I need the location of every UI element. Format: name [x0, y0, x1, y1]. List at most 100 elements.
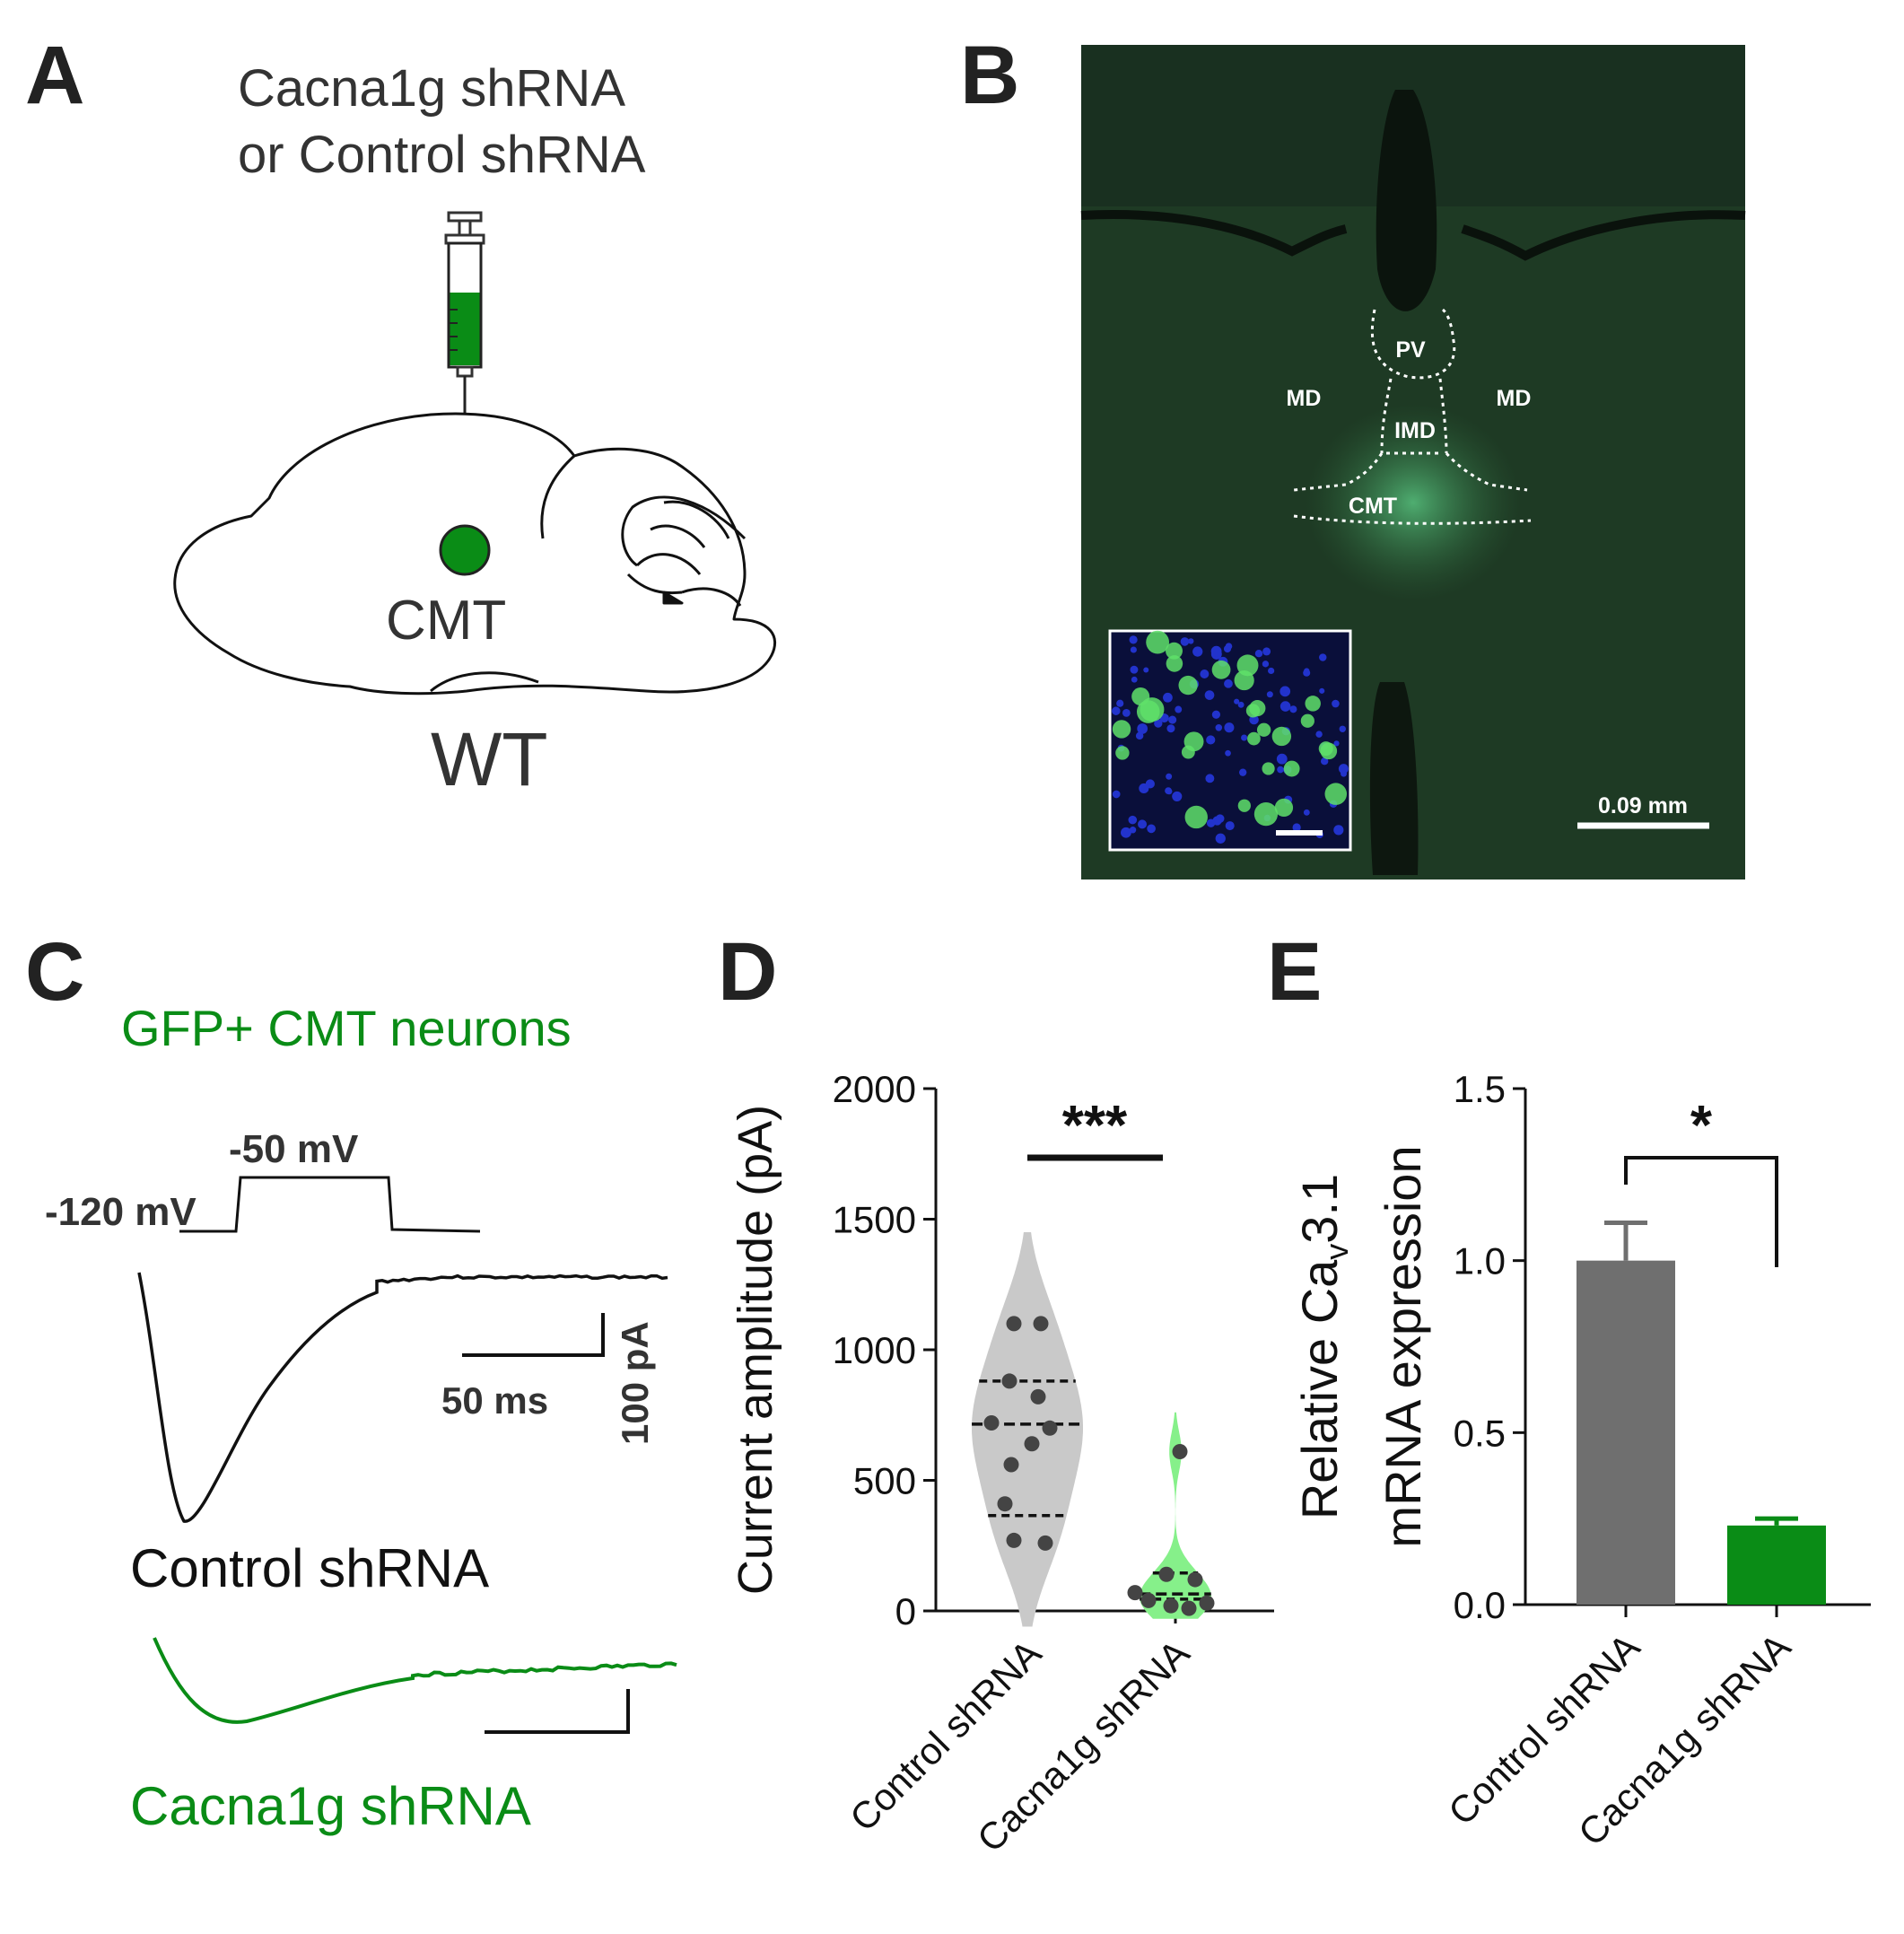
- target-label: CMT: [386, 590, 506, 652]
- nucleus-dot: [1333, 825, 1344, 836]
- gfp-cell: [1256, 722, 1271, 737]
- nucleus-dot: [1165, 787, 1172, 795]
- nucleus-dot: [1130, 646, 1137, 653]
- syringe-icon: [444, 211, 485, 529]
- nucleus-dot: [1215, 833, 1226, 844]
- nucleus-dot: [1172, 791, 1183, 801]
- nucleus-dot: [1223, 644, 1232, 653]
- y-tick-label: 1.5: [1454, 1068, 1506, 1110]
- control-trace: [137, 1272, 668, 1523]
- nucleus-dot: [1138, 819, 1148, 829]
- nucleus-dot: [1139, 783, 1149, 794]
- gfp-cell: [1274, 798, 1294, 818]
- nucleus-dot: [1137, 723, 1149, 734]
- scale-bar-control: [462, 1313, 605, 1357]
- nucleus-dot: [1315, 731, 1323, 738]
- nucleus-dot: [1166, 773, 1173, 780]
- data-point: [1006, 1532, 1022, 1548]
- gfp-cell: [1324, 783, 1348, 805]
- nucleus-dot: [1215, 724, 1223, 731]
- data-point: [1199, 1595, 1215, 1611]
- gfp-cell: [1247, 731, 1261, 746]
- genotype-label: WT: [431, 717, 548, 801]
- data-point: [1187, 1571, 1203, 1588]
- data-point: [1006, 1316, 1022, 1332]
- gfp-cell: [1318, 741, 1333, 757]
- nucleus-dot: [1143, 667, 1149, 673]
- nucleus-dot: [1333, 740, 1340, 747]
- nucleus-dot: [1168, 715, 1177, 724]
- region-md-right: MD: [1497, 386, 1532, 411]
- brain-slice-image: [1080, 45, 1746, 879]
- data-point: [1042, 1420, 1058, 1436]
- nucleus-dot: [1225, 821, 1235, 831]
- data-point: [1001, 1373, 1018, 1389]
- gfp-cell: [1115, 746, 1130, 760]
- nucleus-dot: [1234, 698, 1240, 704]
- y-tick-label: 1000: [833, 1329, 916, 1371]
- nucleus-dot: [1210, 645, 1222, 657]
- nucleus-dot: [1339, 725, 1346, 732]
- nucleus-dot: [1163, 692, 1173, 703]
- nucleus-dot: [1303, 809, 1310, 816]
- nucleus-dot: [1224, 678, 1233, 688]
- nucleus-dot: [1192, 646, 1203, 657]
- data-point: [1158, 1566, 1175, 1582]
- nucleus-dot: [1175, 705, 1183, 713]
- gfp-cell: [1166, 655, 1183, 672]
- injection-site: [439, 524, 491, 576]
- knockdown-trace-label: Cacna1g shRNA: [130, 1776, 531, 1836]
- region-imd: IMD: [1394, 418, 1436, 443]
- region-pv: PV: [1395, 337, 1426, 363]
- nucleus-dot: [1129, 635, 1138, 644]
- panel-d-label: D: [718, 926, 777, 1018]
- nucleus-dot: [1129, 827, 1137, 834]
- nucleus-dot: [1205, 774, 1215, 783]
- y-tick-label: 1.0: [1454, 1240, 1506, 1282]
- data-point: [983, 1414, 1000, 1431]
- panel-b-label: B: [960, 30, 1019, 121]
- y-axis-label-line2: mRNA expression: [1375, 1145, 1431, 1547]
- nucleus-dot: [1180, 637, 1190, 646]
- nucleus-dot: [1249, 714, 1259, 725]
- region-md-left: MD: [1287, 386, 1322, 411]
- significance-bracket: [1624, 1156, 1778, 1267]
- nucleus-dot: [1166, 724, 1175, 733]
- current-scale-label: 100 pA: [614, 1321, 656, 1445]
- injection-label-2: or Control shRNA: [238, 126, 646, 184]
- gfp-cell: [1131, 687, 1150, 706]
- significance-label: *: [1690, 1095, 1713, 1157]
- nucleus-dot: [1122, 708, 1131, 717]
- nucleus-dot: [1254, 649, 1263, 658]
- gfp-cell: [1211, 660, 1231, 679]
- gfp-cell: [1112, 720, 1131, 739]
- y-tick-label: 0.0: [1454, 1584, 1506, 1626]
- gfp-cell: [1249, 700, 1266, 717]
- nucleus-dot: [1292, 823, 1301, 832]
- nucleus-dot: [1289, 705, 1297, 713]
- hold-voltage-label: -120 mV: [45, 1190, 197, 1234]
- nucleus-dot: [1147, 824, 1156, 834]
- nucleus-dot: [1204, 690, 1215, 700]
- nucleus-dot: [1262, 661, 1270, 668]
- data-point: [1140, 1592, 1157, 1608]
- nucleus-dot: [1112, 790, 1121, 799]
- voltage-protocol: [179, 1176, 481, 1233]
- nucleus-dot: [1224, 722, 1235, 733]
- nucleus-dot: [1241, 734, 1248, 741]
- data-point: [1163, 1597, 1179, 1614]
- y-axis-label: Relative Cav3.1: [1291, 1174, 1355, 1519]
- nucleus-dot: [1211, 710, 1221, 719]
- gfp-cell: [1305, 696, 1321, 712]
- data-point: [1127, 1585, 1143, 1601]
- nucleus-dot: [1200, 669, 1210, 679]
- gfp-cell: [1262, 762, 1275, 775]
- nucleus-dot: [1341, 770, 1348, 777]
- nucleus-dot: [1135, 731, 1144, 740]
- nucleus-dot: [1225, 749, 1231, 757]
- violin-shape: [972, 1232, 1083, 1627]
- nucleus-dot: [1130, 665, 1139, 674]
- nucleus-dot: [1332, 699, 1340, 708]
